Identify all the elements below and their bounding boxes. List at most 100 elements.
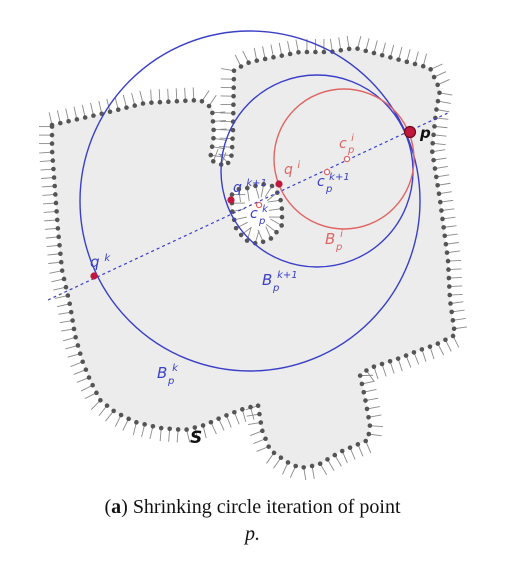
boundary-point	[371, 50, 377, 56]
boundary-point	[192, 425, 198, 430]
boundary-point	[231, 93, 236, 99]
label-p: p	[419, 124, 431, 142]
circle-b-p-i	[273, 88, 415, 230]
boundary-point	[321, 49, 327, 55]
label-c-p-k1-base: c	[317, 174, 325, 190]
boundary-point	[229, 144, 235, 150]
boundary-point	[211, 136, 216, 141]
boundary-point	[436, 191, 442, 196]
boundary-point	[309, 463, 315, 469]
boundary-point	[82, 115, 88, 120]
boundary-point	[431, 157, 436, 163]
boundary-point	[236, 186, 242, 192]
boundary-point	[271, 450, 277, 456]
boundary-point	[54, 217, 60, 223]
boundary-point	[437, 199, 443, 205]
boundary-point	[355, 442, 361, 447]
label-c-p-k-base: c	[250, 206, 258, 222]
boundary-point	[379, 361, 385, 367]
boundary-point	[208, 152, 214, 158]
boundary-point	[49, 132, 55, 138]
boundary-point	[254, 58, 260, 63]
boundary-point	[111, 408, 116, 414]
boundary-point	[271, 55, 276, 60]
boundary-point	[443, 337, 448, 343]
boundary-point	[448, 301, 453, 306]
boundary-point	[90, 382, 95, 388]
boundary-point	[269, 183, 275, 189]
label-b-p-i-sub: p	[335, 242, 342, 253]
label-q-i-sup: i	[297, 160, 300, 171]
boundary-point	[363, 398, 368, 403]
boundary-point	[435, 341, 441, 346]
label-q-i-base: q	[284, 162, 293, 178]
boundary-point	[435, 82, 440, 88]
label-b-p-k-base: B	[157, 364, 167, 382]
boundary-point	[339, 448, 345, 454]
boundary-point	[231, 102, 236, 107]
point-c-p-i	[343, 155, 351, 163]
boundary-point	[175, 427, 181, 432]
boundary-point	[431, 74, 437, 80]
boundary-point	[278, 197, 283, 203]
label-c-p-k-sub: p	[258, 216, 265, 227]
point-c-p-k	[255, 201, 263, 209]
boundary-point	[403, 353, 409, 358]
boundary-point	[49, 149, 55, 155]
label-b-p-k-sup: k	[172, 363, 179, 374]
boundary-point	[68, 309, 74, 315]
boundary-point	[440, 216, 445, 222]
boundary-point	[231, 68, 237, 73]
boundary-point	[357, 373, 363, 378]
boundary-point	[332, 452, 338, 458]
boundary-point	[57, 120, 63, 126]
boundary-point	[71, 326, 77, 332]
boundary-point	[98, 398, 103, 403]
label-c-p-k: c k p	[250, 200, 272, 227]
boundary-point	[388, 55, 393, 60]
boundary-point	[238, 232, 244, 238]
boundary-point	[261, 182, 266, 187]
boundary-point	[364, 406, 370, 412]
boundary-point	[404, 59, 410, 65]
boundary-point	[395, 356, 401, 361]
boundary-point	[183, 98, 188, 104]
boundary-point	[115, 107, 121, 112]
boundary-point	[266, 444, 271, 449]
boundary-point	[73, 334, 78, 340]
label-b-p-k: B k p	[157, 357, 183, 387]
figure-caption: (a) Shrinking circle iteration of point …	[0, 494, 505, 548]
label-c-p-k-sup: k	[262, 204, 269, 215]
boundary-point	[304, 49, 310, 55]
boundary-point	[229, 192, 235, 197]
boundary-point	[301, 465, 307, 470]
boundary-point	[433, 115, 438, 121]
boundary-point	[199, 99, 205, 104]
label-b-p-i-base: B	[325, 230, 335, 248]
label-b-p-i-sup: i	[340, 229, 343, 240]
boundary-point	[200, 423, 206, 428]
figure-diagram: p S q k q k+1 q i c i p c k+1 p c k p B …	[39, 30, 468, 480]
point-q-i	[275, 180, 283, 188]
label-q-k1: q k+1	[233, 178, 267, 196]
boundary-point	[61, 276, 67, 282]
boundary-point	[262, 56, 268, 62]
boundary-point	[184, 427, 189, 432]
boundary-point	[260, 428, 265, 434]
boundary-point	[379, 52, 385, 58]
boundary-point	[268, 236, 274, 241]
boundary-point	[428, 67, 433, 72]
boundary-point	[210, 159, 216, 164]
boundary-point	[209, 144, 215, 150]
boundary-point	[83, 367, 89, 372]
boundary-point	[445, 258, 451, 264]
boundary-point	[225, 160, 231, 166]
boundary-point	[371, 364, 377, 369]
boundary-point	[206, 103, 212, 109]
boundary-point	[210, 110, 215, 116]
boundary-point	[430, 140, 436, 146]
label-c-p-i-sup: i	[351, 133, 354, 144]
label-c-p-i-base: c	[339, 136, 347, 152]
boundary-point	[167, 426, 172, 432]
point-q-k	[90, 272, 98, 280]
